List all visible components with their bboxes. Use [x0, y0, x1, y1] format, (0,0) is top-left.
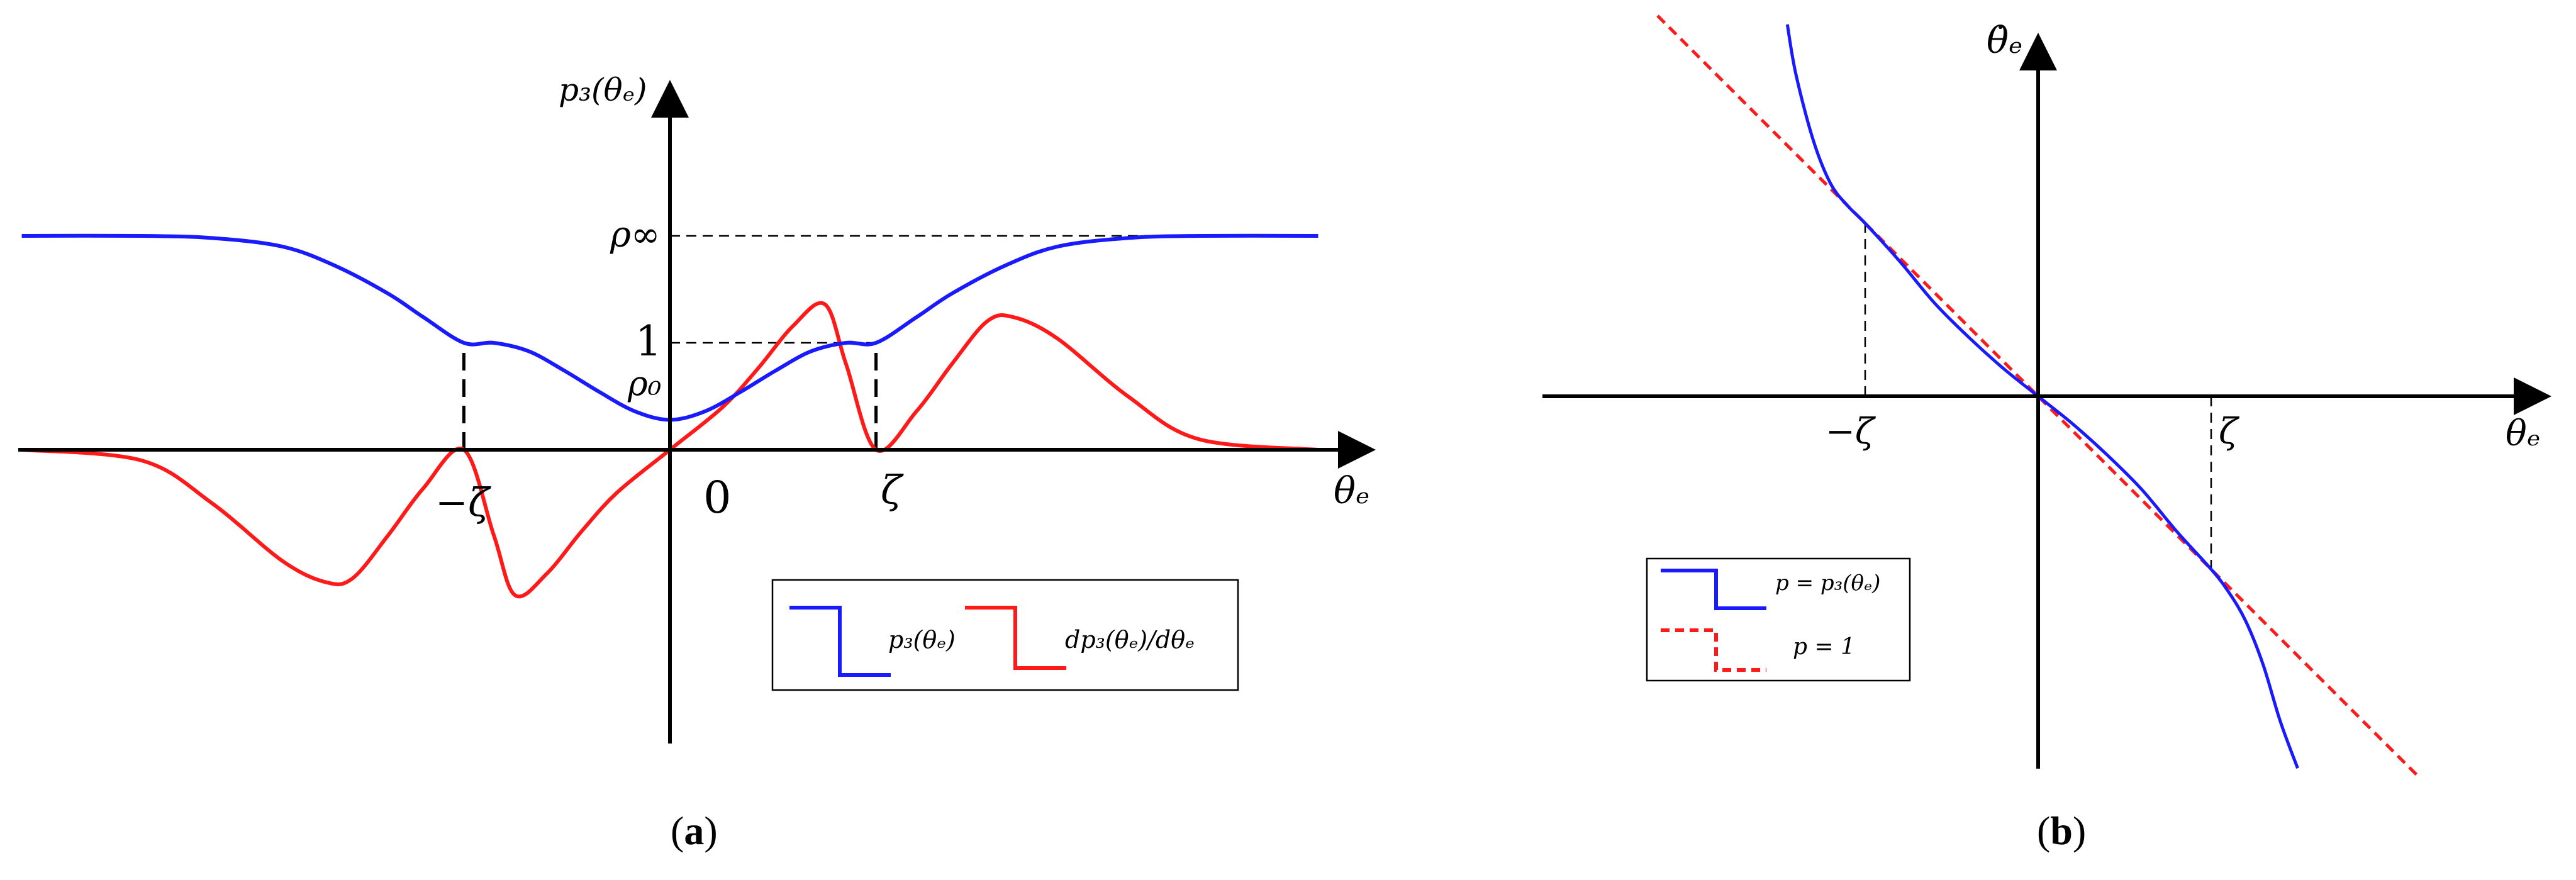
panel-a-legend-swatch-dp3 — [965, 606, 1066, 670]
panel-b-legend-label-p1: p = 1 — [1793, 634, 1855, 660]
panel-b-legend-label-p3: p = p₃(θₑ) — [1775, 571, 1880, 596]
panel-a: p₃(θₑ) θₑ −ζ 0 ζ ρ∞ 1 ρ₀ p₃(θₑ) dp₃(θₑ)/… — [18, 72, 1376, 853]
panel-b-y-axis-label: θ̇ₑ — [1987, 19, 2022, 62]
panel-a-caption: (a) — [671, 808, 718, 853]
panel-b-legend-swatch-p1 — [1661, 628, 1766, 672]
panel-a-legend-label-p3: p₃(θₑ) — [888, 626, 956, 654]
panel-a-tick-label-origin: 0 — [703, 472, 732, 523]
panel-a-x-axis-label: θₑ — [1334, 469, 1369, 512]
panel-a-legend-label-dp3: dp₃(θₑ)/dθₑ — [1065, 626, 1195, 654]
panel-a-level-label-rho-0: ρ₀ — [627, 364, 661, 403]
panel-b: θ̇ₑ θₑ −ζ ζ p = p₃(θₑ) p = 1 (b) — [1542, 14, 2551, 853]
panel-a-legend-swatch-p3 — [789, 606, 891, 677]
panel-a-y-axis-label: p₃(θₑ) — [559, 72, 647, 108]
panel-b-tick-label-neg-zeta: −ζ — [1826, 411, 1876, 452]
panel-b-tick-label-pos-zeta: ζ — [2219, 411, 2240, 452]
panel-b-legend: p = p₃(θₑ) p = 1 — [1646, 557, 1911, 682]
panel-a-level-label-one: 1 — [635, 317, 662, 365]
panel-b-guide-lines — [1864, 223, 2212, 569]
panel-b-legend-box — [1646, 557, 1911, 682]
panel-a-tick-label-neg-zeta: −ζ — [435, 479, 491, 525]
panel-b-legend-swatch-p3 — [1661, 569, 1766, 610]
panel-b-axes — [1542, 33, 2551, 769]
panel-b-x-axis-label: θₑ — [2506, 413, 2540, 454]
panel-a-level-label-rho-inf: ρ∞ — [610, 214, 661, 255]
panel-b-caption: (b) — [2037, 808, 2086, 853]
panel-a-legend-box — [771, 579, 1239, 691]
panel-a-axes — [18, 80, 1376, 744]
panel-a-tick-label-pos-zeta: ζ — [881, 467, 904, 513]
panel-a-legend: p₃(θₑ) dp₃(θₑ)/dθₑ — [771, 579, 1239, 691]
